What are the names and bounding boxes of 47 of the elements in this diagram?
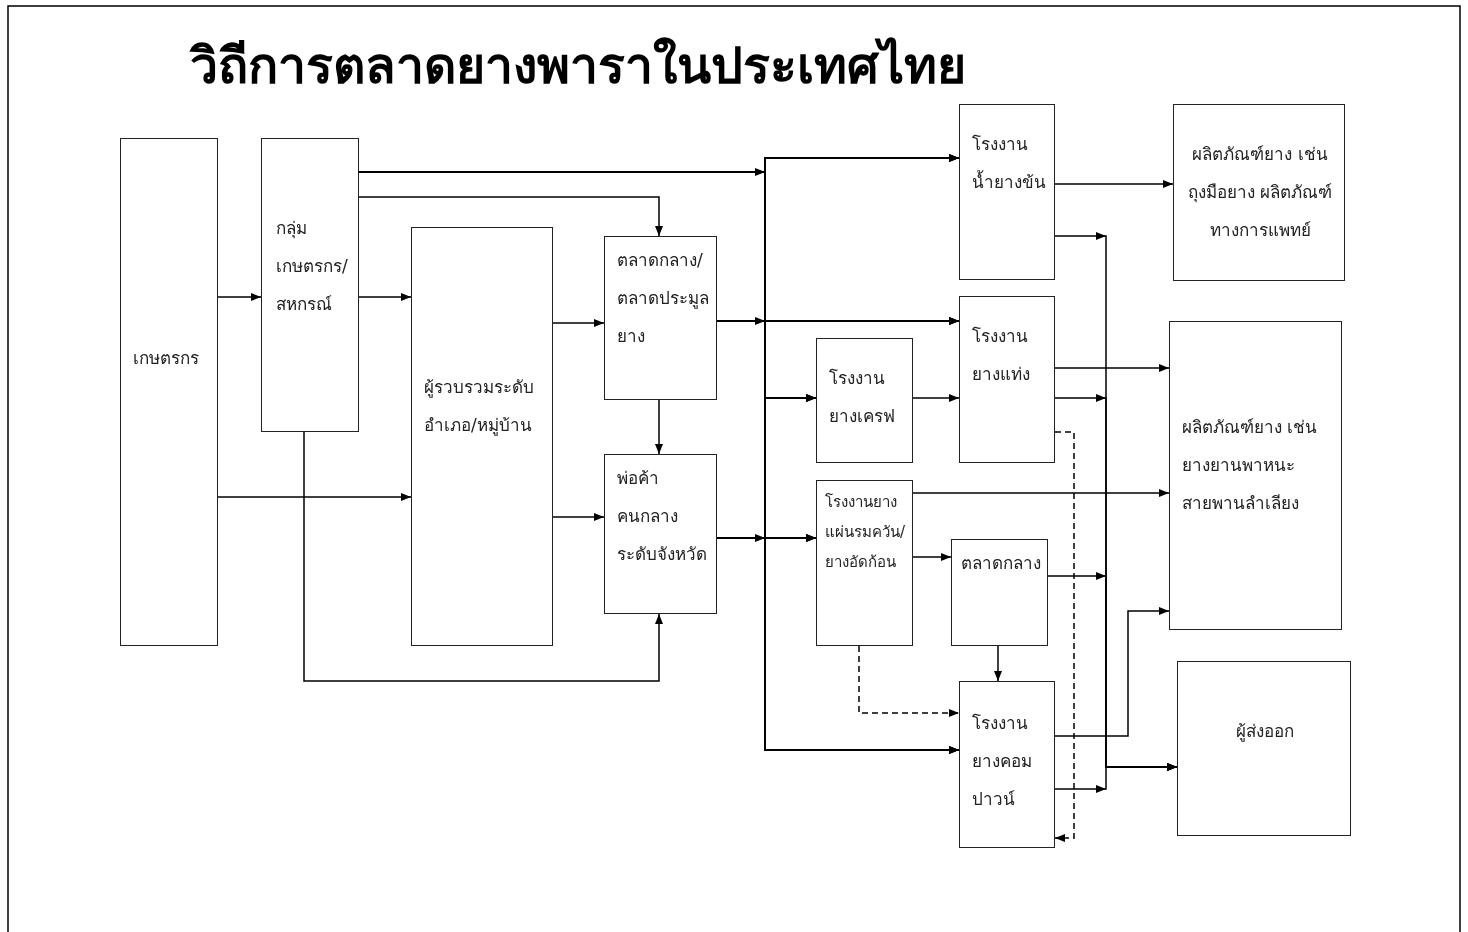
process-box <box>951 539 1048 646</box>
process-box <box>816 338 913 463</box>
process-box <box>1173 104 1345 281</box>
box-label: ผลิตภัณฑ์ยาง เช่น ยางยานพาหนะ สายพานลำเลียง <box>1182 416 1319 515</box>
process-box <box>1177 661 1351 836</box>
arrow <box>358 293 412 301</box>
box-label: ตลาดกลาง/ตลาดประมูลยาง <box>617 249 709 348</box>
arrow <box>994 645 1002 682</box>
box-label: ผู้ส่งออก <box>1235 720 1295 744</box>
arrow <box>303 431 663 682</box>
box-label: โรงงานน้ำยางข้น <box>972 133 1047 194</box>
box-label: ตลาดกลาง <box>959 552 1042 575</box>
arrow <box>1054 364 1170 372</box>
box-label: กลุ่มเกษตรกร/สหกรณ์ <box>276 217 349 316</box>
box-label: โรงงานยางแท่ง <box>972 325 1031 386</box>
box-label: โรงงานยางเครฟ <box>829 367 896 428</box>
arrow <box>217 293 262 301</box>
arrow <box>552 513 605 521</box>
arrow <box>912 489 1170 497</box>
process-box <box>604 454 717 614</box>
process-box <box>604 236 717 400</box>
box-label: ผู้รวบรวมระดับอำเภอ/หมู่บ้าน <box>424 376 535 438</box>
arrow <box>912 394 960 402</box>
process-box <box>959 296 1055 463</box>
box-label: เกษตรกร <box>133 347 200 370</box>
arrow <box>1054 607 1170 737</box>
box-label: โรงงานยางแผ่นรมควัน/ยางอัดก้อน <box>825 492 907 573</box>
process-box <box>1169 321 1342 630</box>
box-label: พ่อค้าคนกลางระดับจังหวัด <box>617 467 708 566</box>
process-box <box>959 681 1055 848</box>
arrow <box>358 196 663 237</box>
process-box <box>816 480 913 646</box>
dashed-arrow <box>858 645 960 717</box>
process-box <box>261 138 359 432</box>
arrow <box>552 319 605 327</box>
box-label: ผลิตภัณฑ์ยาง เช่น ถุงมือยาง ผลิตภัณฑ์ทางการแพทย์ <box>1186 143 1334 242</box>
arrow <box>1054 180 1174 188</box>
arrow <box>217 493 412 501</box>
dashed-arrow <box>1054 431 1075 842</box>
process-box <box>411 227 553 646</box>
process-box <box>959 104 1055 280</box>
arrow <box>655 399 663 455</box>
process-box <box>120 138 218 646</box>
arrow <box>912 553 952 561</box>
title: วิถีการตลาดยางพาราในประเทศไทย <box>190 36 966 96</box>
arrow <box>1054 763 1178 790</box>
box-label: โรงงานยางคอมปาวน์ <box>972 712 1033 811</box>
